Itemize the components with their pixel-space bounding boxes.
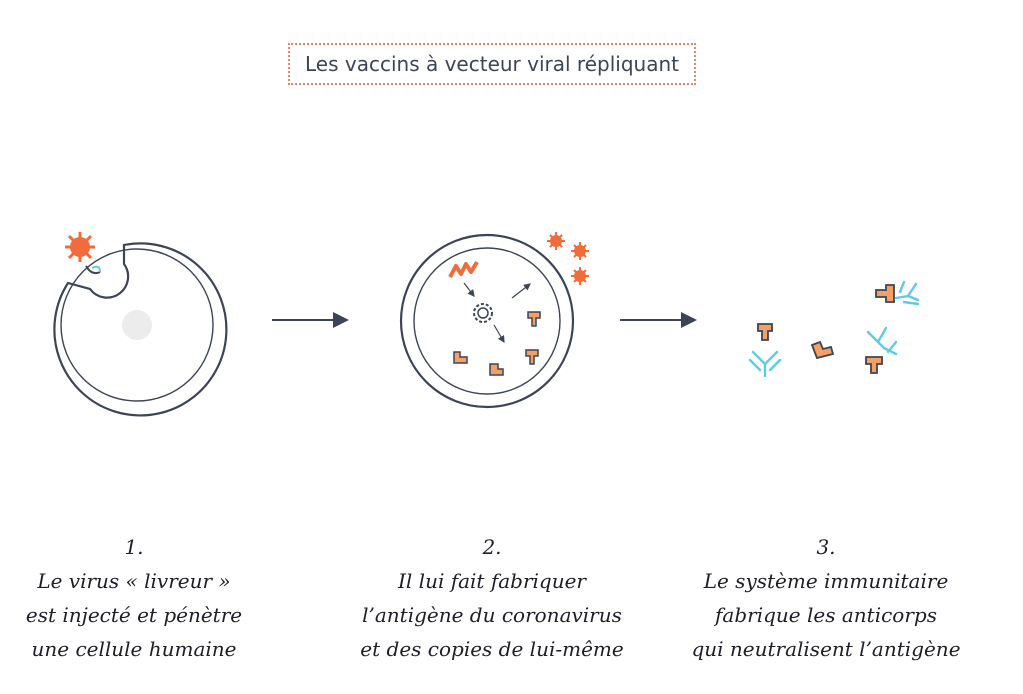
step-text-line: qui neutralisent l’antigène xyxy=(691,637,961,661)
step-number: 2. xyxy=(482,535,502,559)
step-text-line: est injecté et pénètre xyxy=(25,603,243,627)
step1-virus-icon xyxy=(65,232,95,262)
step-text-line: fabrique les anticorps xyxy=(715,603,937,627)
step-text-line: l’antigène du coronavirus xyxy=(362,603,622,627)
step-text-line: Il lui fait fabriquer xyxy=(398,569,586,593)
small-arrow-icon xyxy=(493,324,505,344)
gear-icon xyxy=(473,303,493,323)
rna-icon xyxy=(448,260,479,278)
nucleus-icon xyxy=(122,310,152,340)
step-caption: 3. Le système immunitaire fabrique les a… xyxy=(666,530,986,666)
step-text-line: Le virus « livreur » xyxy=(37,569,231,593)
step1-cell-icon xyxy=(53,242,228,417)
step3-antigen-icon xyxy=(757,284,895,374)
small-arrow-icon xyxy=(463,282,475,297)
step3-antibody-icon xyxy=(748,280,920,378)
small-arrow-icon xyxy=(511,283,531,299)
step1-dna-icon xyxy=(91,265,101,273)
step2-virus-copies-icon xyxy=(547,232,589,285)
step-text-line: une cellule humaine xyxy=(31,637,237,661)
step-caption: 2. Il lui fait fabriquer l’antigène du c… xyxy=(332,530,652,666)
step-text-line: Le système immunitaire xyxy=(703,569,949,593)
step-number: 1. xyxy=(124,535,144,559)
step-number: 3. xyxy=(816,535,836,559)
step-caption: 1. Le virus « livreur » est injecté et p… xyxy=(0,530,294,666)
diagram-title: Les vaccins à vecteur viral répliquant xyxy=(288,43,696,85)
step2-antigen-icon xyxy=(453,311,541,376)
step1-entry-membrane-icon xyxy=(85,265,101,275)
step-text-line: et des copies de lui-même xyxy=(360,637,624,661)
